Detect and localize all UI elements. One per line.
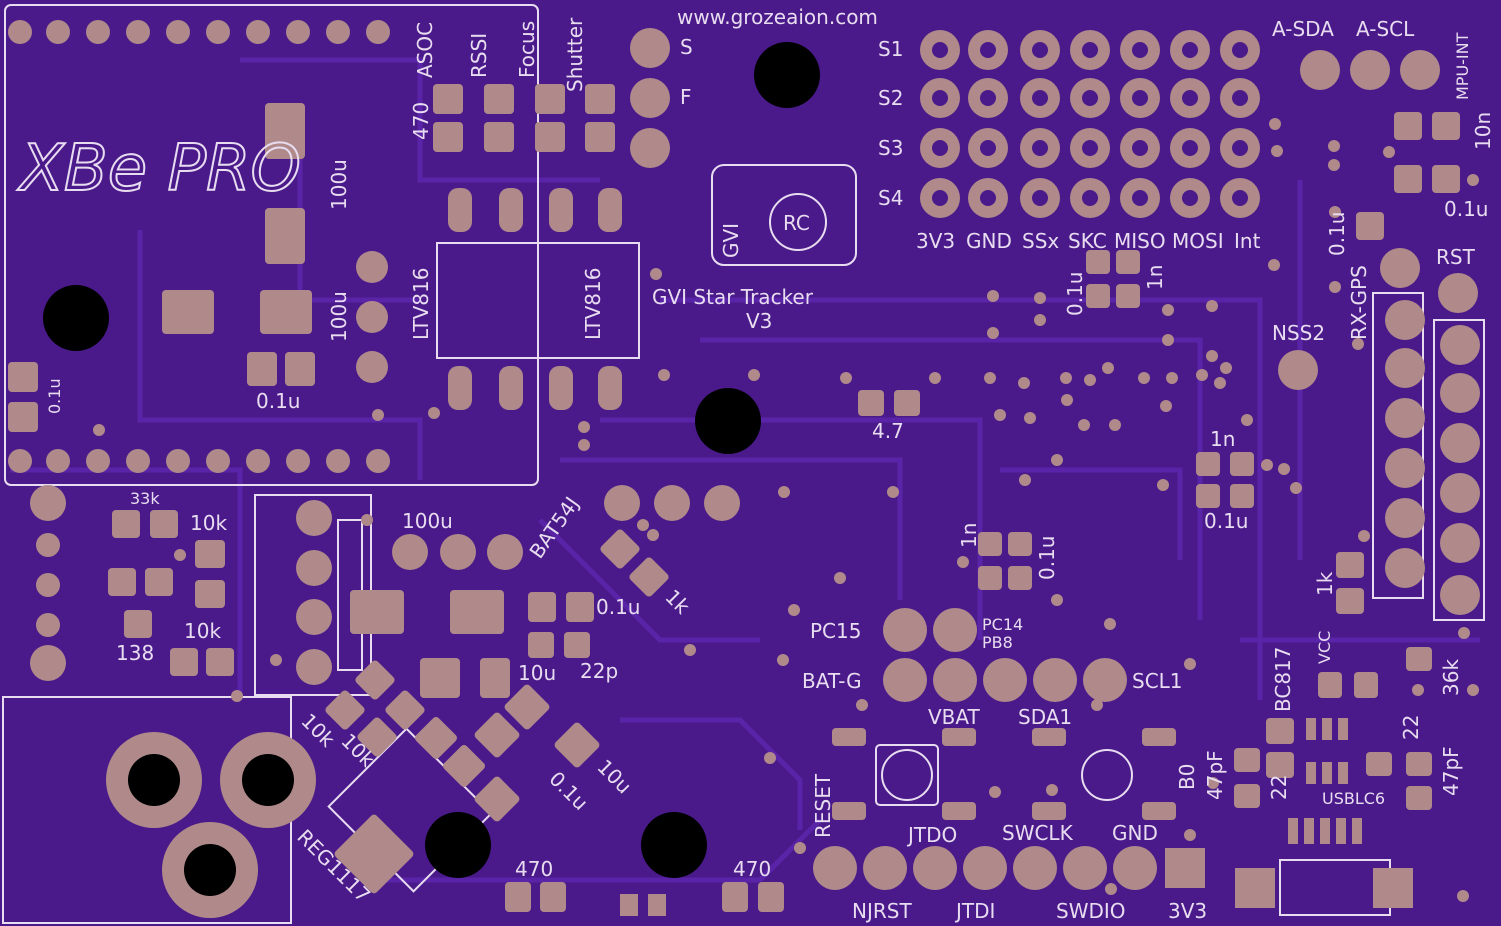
label-rst: RST	[1436, 245, 1476, 269]
cap-01u-b: 0.1u	[45, 378, 64, 414]
mounting-hole	[754, 42, 820, 108]
servo-col-ssx: SSx	[1022, 229, 1059, 253]
camera-logo-outline	[711, 164, 857, 266]
label-vcc: VCC	[1315, 631, 1334, 664]
cap-mid-1n: 1n	[1143, 265, 1167, 290]
label-a-sda: A-SDA	[1272, 17, 1334, 41]
xbee-logo: XBe PRO	[17, 132, 301, 206]
res-33k: 33k	[130, 489, 160, 508]
label-asoc: ASOC	[413, 22, 437, 78]
res-22-a: 22	[1399, 715, 1423, 740]
label-gnd: GND	[1112, 821, 1158, 845]
xbee-pins	[8, 20, 390, 473]
label-vbat: VBAT	[928, 705, 981, 729]
power-jack	[106, 732, 316, 918]
cap-100u-a: 100u	[327, 159, 351, 210]
servo-col-int: Int	[1234, 229, 1261, 253]
label-3v3: 3V3	[1168, 899, 1207, 923]
cap-10n: 10n	[1471, 112, 1495, 150]
label-f: F	[680, 85, 692, 109]
res-10k-b: 10k	[184, 619, 221, 643]
label-swdio: SWDIO	[1056, 899, 1126, 923]
cap-47pf-a: 47pF	[1203, 750, 1227, 800]
label-b0: B0	[1175, 764, 1199, 790]
res-10k-a: 10k	[190, 511, 227, 535]
label-pc15: PC15	[810, 619, 861, 643]
cap-mid-01u: 0.1u	[1063, 272, 1087, 316]
label-bc817: BC817	[1271, 646, 1295, 712]
mounting-hole	[43, 285, 109, 351]
label-swclk: SWCLK	[1002, 821, 1074, 845]
label-nss2: NSS2	[1272, 321, 1325, 345]
camera-logo-gvi: GVI	[719, 223, 743, 258]
cap-mid-1n-c: 1n	[957, 523, 981, 548]
servo-col-3v3: 3V3	[916, 229, 955, 253]
vias	[93, 118, 1479, 902]
cap-mid-1n-b: 1n	[1210, 427, 1235, 451]
ic-ltv816-b: LTV816	[581, 268, 605, 340]
cap-01u-a: 0.1u	[256, 389, 300, 413]
mounting-hole	[695, 388, 761, 454]
mounting-hole	[641, 812, 707, 878]
res-470-a: 470	[515, 857, 553, 881]
res-36k: 36k	[1439, 659, 1463, 696]
cap-100u-b: 100u	[327, 291, 351, 342]
servo-row-s2: S2	[878, 86, 903, 110]
servo-col-gnd: GND	[966, 229, 1012, 253]
servo-col-mosi: MOSI	[1172, 229, 1224, 253]
ic-ltv816-a: LTV816	[409, 268, 433, 340]
res-22-b: 22	[1267, 775, 1291, 800]
cap-10u: 10u	[518, 661, 556, 685]
rotated-smd-pads	[325, 529, 669, 894]
cap-22p: 22p	[580, 659, 618, 683]
cap-47pf-b: 47pF	[1439, 746, 1463, 796]
label-jtdi: JTDI	[954, 899, 995, 923]
website-text: www.grozeaion.com	[677, 5, 878, 29]
label-a-scl: A-SCL	[1356, 17, 1415, 41]
res-470-b: 470	[733, 857, 771, 881]
res-138: 138	[116, 641, 154, 665]
label-njrst: NJRST	[852, 899, 912, 923]
camera-logo-rc: RC	[783, 211, 810, 235]
label-470: 470	[409, 102, 433, 140]
cap-mid-01u-c: 0.1u	[1035, 536, 1059, 580]
label-scl1: SCL1	[1132, 669, 1183, 693]
board-version: V3	[746, 309, 772, 333]
cap-mid-01u-b: 0.1u	[1204, 509, 1248, 533]
label-reset: RESET	[811, 773, 835, 838]
label-pc14: PC14	[982, 615, 1023, 634]
servo-col-miso: MISO	[1114, 229, 1166, 253]
mounting-holes	[43, 42, 820, 878]
label-s: S	[680, 35, 693, 59]
mounting-hole	[425, 812, 491, 878]
servo-row-s4: S4	[878, 186, 903, 210]
res-usb-1k: 1k	[1313, 571, 1337, 596]
cap-mpu-01u: 0.1u	[1444, 197, 1488, 221]
through-hole-pads	[30, 28, 1480, 908]
res-4-7: 4.7	[872, 419, 904, 443]
label-shutter: Shutter	[563, 17, 587, 92]
smd-pads	[8, 84, 1460, 916]
board-title: GVI Star Tracker	[652, 285, 814, 309]
label-rssi: RSSI	[467, 33, 491, 78]
cap-100u-c: 100u	[402, 509, 453, 533]
cap-gps-01u: 0.1u	[1325, 212, 1349, 256]
label-bat-g: BAT-G	[802, 669, 862, 693]
servo-row-s1: S1	[878, 37, 903, 61]
label-mpu-int: MPU-INT	[1453, 32, 1472, 100]
label-usblc6: USBLC6	[1322, 789, 1385, 808]
label-sda1: SDA1	[1018, 705, 1072, 729]
cap-01u-c: 0.1u	[596, 595, 640, 619]
label-pb8: PB8	[982, 633, 1013, 652]
servo-row-s3: S3	[878, 136, 903, 160]
label-focus: Focus	[515, 21, 539, 78]
label-rx-gps: RX-GPS	[1347, 265, 1371, 340]
label-jtdo: JTDO	[906, 823, 957, 847]
servo-col-skc: SKC	[1068, 229, 1107, 253]
